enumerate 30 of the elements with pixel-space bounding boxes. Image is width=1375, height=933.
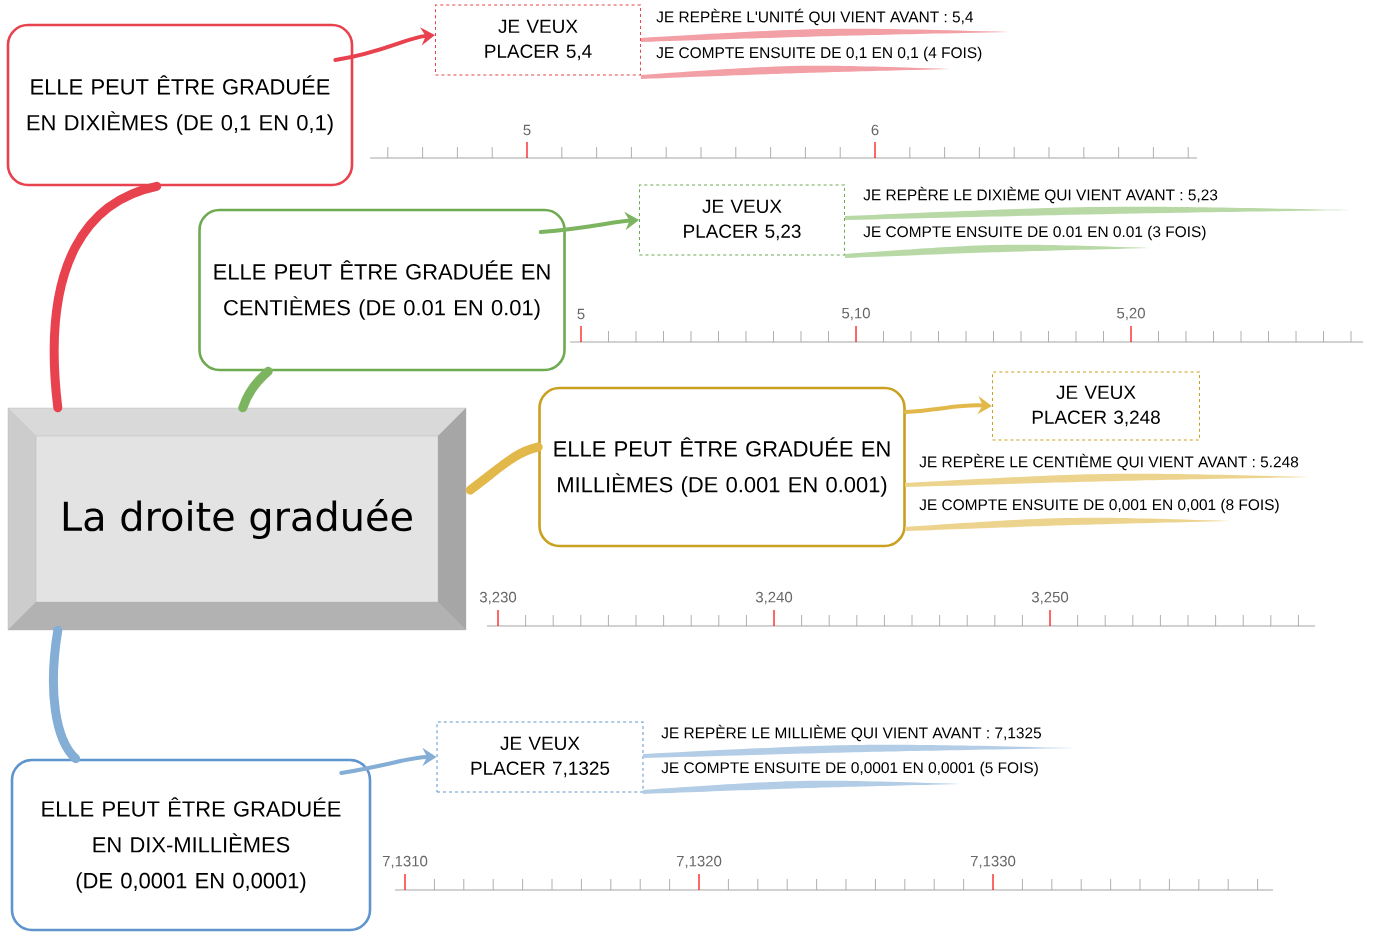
underlined-text: JE COMPTE ENSUITE DE 0,001 EN 0,001 (8 FOIS) <box>905 498 1279 531</box>
rounded-box: ELLE PEUT ÊTRE GRADUÉE EN MILLIÈMES (DE 0.001 EN 0.001) <box>538 386 906 548</box>
dashed-box: JE VEUX PLACER 5,4 <box>435 4 641 76</box>
underlined-text: JE COMPTE ENSUITE DE 0,1 EN 0,1 (4 FOIS) <box>641 46 982 79</box>
tick-label: 5 <box>523 124 531 136</box>
connector <box>49 181 162 413</box>
tick-label: 3,230 <box>479 591 517 605</box>
tick-label: 3,240 <box>755 591 793 605</box>
underlined-text: JE REPÈRE L'UNITÉ QUI VIENT AVANT : 5,4 <box>641 8 1010 42</box>
dashed-box: JE VEUX PLACER 7,1325 <box>436 721 644 793</box>
tick-label: 6 <box>871 124 879 136</box>
underlined-text: JE COMPTE ENSUITE DE 0,0001 EN 0,0001 (5 FOIS) <box>643 761 1038 794</box>
underlined-text: JE REPÈRE LE MILLIÈME QUI VIENT AVANT : 7,1325 <box>643 724 1075 758</box>
tick-label: 7,1320 <box>676 855 722 869</box>
tick-label: 5,20 <box>1117 307 1145 321</box>
connector <box>49 625 81 764</box>
tick-label: 7,1330 <box>970 855 1016 869</box>
tick-label: 3,250 <box>1031 591 1069 605</box>
dashed-box: JE VEUX PLACER 3,248 <box>992 371 1200 441</box>
underlined-text: JE REPÈRE LE CENTIÈME QUI VIENT AVANT : 5.248 <box>905 453 1310 487</box>
tick-label: 5,10 <box>842 307 870 321</box>
dashed-box: JE VEUX PLACER 5,23 <box>639 184 845 256</box>
rounded-box: ELLE PEUT ÊTRE GRADUÉE EN CENTIÈMES (DE 0.01 EN 0.01) <box>198 208 566 372</box>
connector <box>238 366 273 413</box>
connector <box>465 442 543 495</box>
rounded-box: ELLE PEUT ÊTRE GRADUÉE EN DIX-MILLIÈMES (DE 0,0001 EN 0,0001) <box>10 758 372 932</box>
underlined-text: JE REPÈRE LE DIXIÈME QUI VIENT AVANT : 5,23 <box>845 186 1350 220</box>
rounded-box: ELLE PEUT ÊTRE GRADUÉE EN DIXIÈMES (DE 0,1 EN 0,1) <box>6 23 354 187</box>
title-box: La droite graduée <box>7 407 467 631</box>
underlined-text: JE COMPTE ENSUITE DE 0.01 EN 0.01 (3 FOIS) <box>845 225 1206 258</box>
